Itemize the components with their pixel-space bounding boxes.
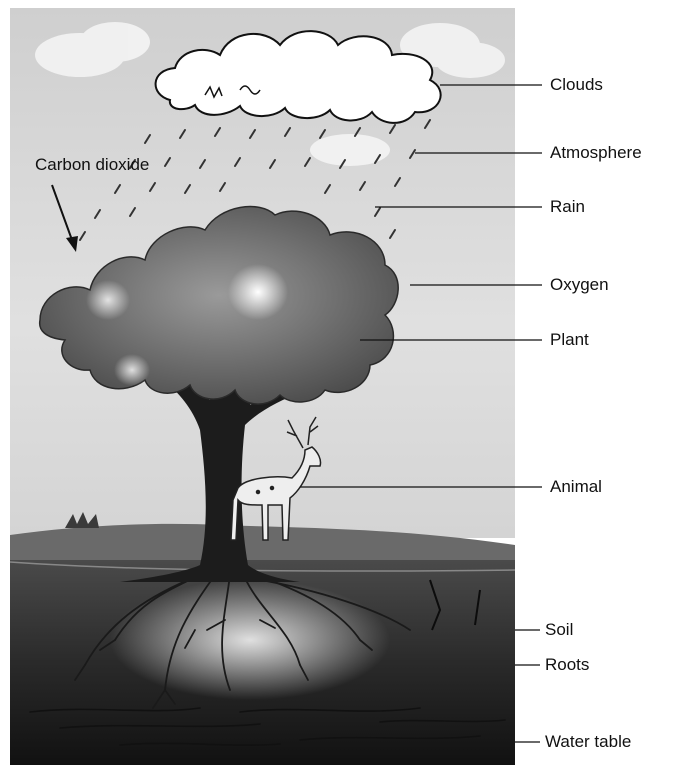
label-clouds: Clouds (550, 75, 603, 95)
label-plant: Plant (550, 330, 589, 350)
label-roots: Roots (545, 655, 589, 675)
label-water-table: Water table (545, 732, 631, 752)
label-atmosphere: Atmosphere (550, 143, 642, 163)
label-soil: Soil (545, 620, 573, 640)
label-carbon-dioxide: Carbon dioxide (35, 155, 149, 175)
label-oxygen: Oxygen (550, 275, 609, 295)
label-animal: Animal (550, 477, 602, 497)
label-rain: Rain (550, 197, 585, 217)
